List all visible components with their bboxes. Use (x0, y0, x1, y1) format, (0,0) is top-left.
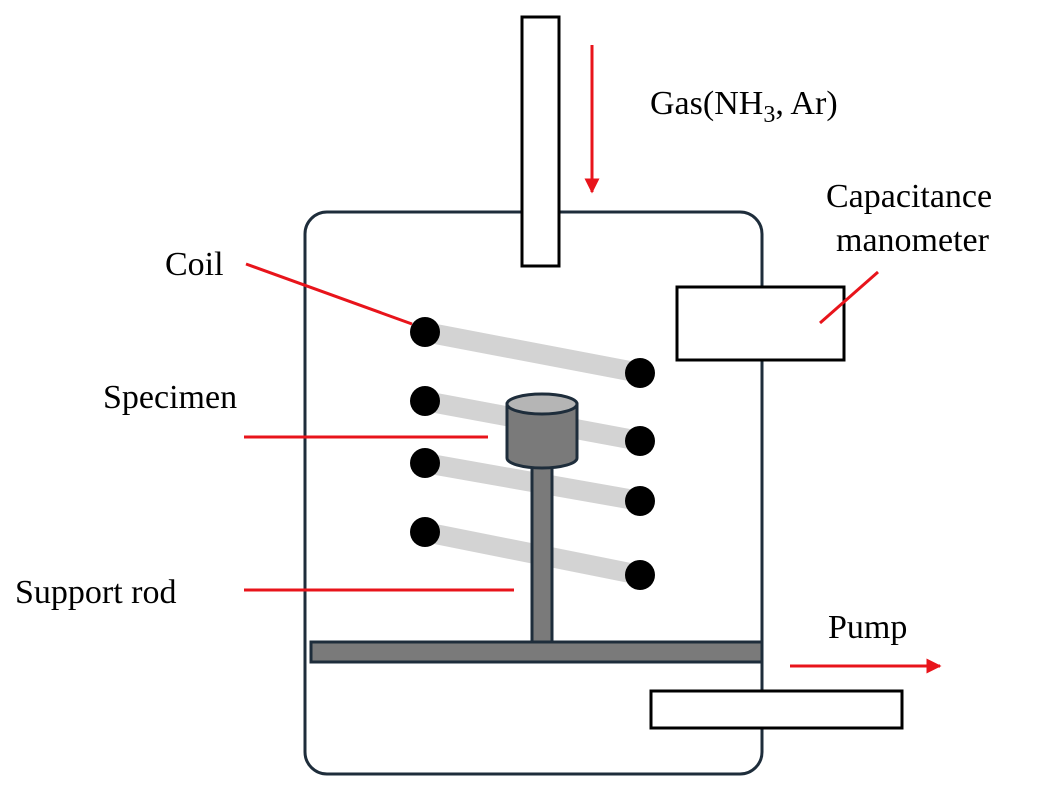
coil-tube-1 (415, 322, 650, 383)
gas-label-prefix: Gas(NH (650, 85, 763, 122)
platform (309, 640, 764, 664)
coil-dot (625, 358, 655, 388)
coil-dot (410, 386, 440, 416)
coil-dot (410, 448, 440, 478)
coil-dot (625, 486, 655, 516)
pump-outlet-tube (649, 689, 904, 730)
capacitance-leader-line (819, 270, 879, 325)
gas-label: Gas(NH3, Ar) (650, 85, 838, 128)
coil-dot (625, 560, 655, 590)
specimen-top (505, 392, 579, 416)
pump-label: Pump (828, 609, 907, 646)
specimen (505, 392, 579, 470)
coil-dot (410, 317, 440, 347)
coil-dot (410, 517, 440, 547)
capacitance-label-line2: manometer (836, 222, 990, 259)
capacitance-label-line1: Capacitance (826, 178, 992, 215)
gas-label-subscript: 3 (763, 102, 775, 128)
capacitance-manometer-box (675, 285, 846, 362)
specimen-body (505, 402, 579, 470)
gas-inlet-tube (520, 15, 561, 268)
specimen-label: Specimen (103, 379, 237, 416)
support-rod-label: Support rod (15, 574, 177, 611)
coil-leader-line (245, 262, 413, 326)
support-rod (530, 460, 554, 645)
gas-label-suffix: , Ar) (775, 85, 837, 122)
coil-label: Coil (165, 246, 224, 283)
coil-dots (410, 317, 655, 590)
coil-dot (625, 426, 655, 456)
